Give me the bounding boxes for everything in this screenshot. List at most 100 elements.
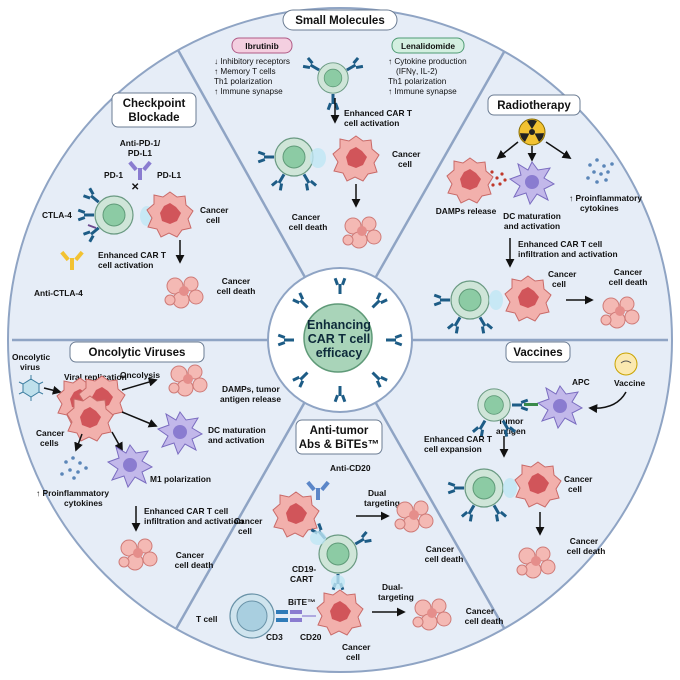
lenalidomide-effect-1: ↑ Cytokine production xyxy=(388,57,467,66)
antitumor-death-1: Cancer xyxy=(426,544,455,554)
antitumor-title-1: Anti-tumor xyxy=(310,425,369,437)
anti-pd1-label-1: Anti-PD-1/ xyxy=(120,138,161,148)
checkpoint-cancer-1: Cancer xyxy=(200,205,229,215)
small-molecules-cancer-label-1: Cancer xyxy=(392,149,421,159)
antitumor-cancer-1: Cancer xyxy=(234,516,263,526)
checkpoint-death-1: Cancer xyxy=(222,276,251,286)
ibrutinib-effect-4: ↑ Immune synapse xyxy=(214,87,283,96)
dual-targeting-1: Dual xyxy=(368,488,386,498)
antitumor-cancer2-2: cell xyxy=(346,652,360,662)
t-cell xyxy=(229,593,275,639)
ibrutinib-label: Ibrutinib xyxy=(245,41,279,51)
tumor-antigen-2: antigen xyxy=(496,426,526,436)
checkpoint-cancer-death xyxy=(164,276,204,309)
section-radiotherapy: Radiotherapy DAMPs release DC maturation… xyxy=(433,94,648,335)
oncolytic-damps-2: antigen release xyxy=(220,394,281,404)
cd20-label: CD20 xyxy=(300,632,322,642)
vaccines-cancer-death xyxy=(516,546,556,579)
lenalidomide-effect-2: (IFNγ, IL-2) xyxy=(396,67,438,76)
checkpoint-death-2: cell death xyxy=(217,286,256,296)
dual-targeting2-1: Dual- xyxy=(382,582,403,592)
apc-label: APC xyxy=(572,377,590,387)
antitumor-death-2: cell death xyxy=(425,554,464,564)
oncolytic-dc-1: DC maturation xyxy=(208,425,266,435)
oncolytic-damps-1: DAMPs, tumor xyxy=(222,384,280,394)
small-molecules-death-1: Cancer xyxy=(292,212,321,222)
bite-label: BiTE™ xyxy=(288,597,315,607)
oncolytic-cancer-2: cells xyxy=(40,438,59,448)
damps-release-label: DAMPs release xyxy=(436,206,497,216)
vaccines-cancer-1: Cancer xyxy=(564,474,593,484)
anti-ctla4-antibody-icon xyxy=(60,250,84,270)
checkpoint-activation-2: cell activation xyxy=(98,260,153,270)
oncolysis-label: Oncolysis xyxy=(120,370,160,380)
oncolytic-infiltration-2: infiltration and activation xyxy=(144,516,244,526)
m1-label: M1 polarization xyxy=(150,474,211,484)
lenalidomide-effect-4: ↑ Immune synapse xyxy=(388,87,457,96)
dual-targeting-2: targeting xyxy=(364,498,400,508)
antitumor-cancer2-1: Cancer xyxy=(342,642,371,652)
antitumor-cancer-death xyxy=(394,500,434,533)
section-checkpoint: Checkpoint Blockade Anti-PD-1/ PD-L1 PD-… xyxy=(34,92,256,309)
antitumor-death2-2: cell death xyxy=(465,616,504,626)
vaccine-label: Vaccine xyxy=(614,378,646,388)
pd1-label: PD-1 xyxy=(104,170,123,180)
oncolytic-virus-2: virus xyxy=(20,362,40,372)
checkpoint-title-1: Checkpoint xyxy=(123,98,186,110)
radiotherapy-death-2: cell death xyxy=(609,277,648,287)
t-cell-label: T cell xyxy=(196,614,217,624)
center-title-1: Enhancing xyxy=(307,318,371,332)
lenalidomide-label: Lenalidomide xyxy=(401,41,455,51)
section-oncolytic: Oncolytic Viruses Oncolytic virus Viral … xyxy=(12,341,281,571)
radiotherapy-infiltration-2: infiltration and activation xyxy=(518,249,618,259)
ctla4-label: CTLA-4 xyxy=(42,210,72,220)
oncolysis-dead-cells xyxy=(168,364,208,397)
small-molecules-activation-2: cell activation xyxy=(344,118,399,128)
section-antitumor: Anti-tumor Abs & BiTEs™ Anti-CD20 Cancer… xyxy=(196,419,504,662)
oncolytic-virus-1: Oncolytic xyxy=(12,352,51,362)
checkpoint-cancer-2: cell xyxy=(206,215,220,225)
oncolytic-death-1: Cancer xyxy=(176,550,205,560)
small-molecules-title: Small Molecules xyxy=(295,15,384,27)
antitumor-cancer-2: cell xyxy=(238,526,252,536)
vaccines-cancer-2: cell xyxy=(568,484,582,494)
checkpoint-activation-1: Enhanced CAR T xyxy=(98,250,167,260)
small-molecules-activation-1: Enhanced CAR T xyxy=(344,108,413,118)
dual-targeting2-2: targeting xyxy=(378,592,414,602)
vaccines-death-2: cell death xyxy=(567,546,606,556)
radiotherapy-dc-1: DC maturation xyxy=(503,211,561,221)
oncolytic-dc-2: and activation xyxy=(208,435,264,445)
oncolytic-title: Oncolytic Viruses xyxy=(89,347,186,359)
vaccines-death-1: Cancer xyxy=(570,536,599,546)
ibrutinib-effect-2: ↑ Memory T cells xyxy=(214,67,276,76)
radiotherapy-title: Radiotherapy xyxy=(497,100,571,112)
radiotherapy-cytokines-1: ↑ Proinflammatory xyxy=(569,193,642,203)
vaccines-expansion-1: Enhanced CAR T xyxy=(424,434,493,444)
center-title-2: CAR T cell xyxy=(308,332,371,346)
center-title-3: efficacy xyxy=(316,346,363,360)
oncolytic-cytokines-1: ↑ Proinflammatory xyxy=(36,488,109,498)
radiotherapy-cancer-1: Cancer xyxy=(548,269,577,279)
oncolytic-cytokines-2: cytokines xyxy=(64,498,103,508)
anti-ctla4-label: Anti-CTLA-4 xyxy=(34,288,83,298)
radiotherapy-dc-2: and activation xyxy=(504,221,560,231)
ibrutinib-effect-1: ↓ Inhibitory receptors xyxy=(214,57,290,66)
small-molecules-death-2: cell death xyxy=(289,222,328,232)
vaccines-expansion-2: cell expansion xyxy=(424,444,482,454)
oncolytic-cancer-death xyxy=(118,538,158,571)
section-small-molecules: Small Molecules Ibrutinib Lenalidomide ↓… xyxy=(214,9,467,249)
small-molecules-cancer-death xyxy=(342,216,382,249)
radiotherapy-cancer-2: cell xyxy=(552,279,566,289)
radiotherapy-death-1: Cancer xyxy=(614,267,643,277)
tumor-antigen-1: Tumor xyxy=(498,416,524,426)
anti-pd1-label-2: PD-L1 xyxy=(128,148,153,158)
ibrutinib-effect-3: Th1 polarization xyxy=(214,77,273,86)
block-x-icon: ✕ xyxy=(131,182,139,193)
lenalidomide-effect-3: Th1 polarization xyxy=(388,77,447,86)
section-vaccines: Vaccines Vaccine APC Tumor antigen Enhan… xyxy=(424,341,646,579)
oncolytic-cancer-1: Cancer xyxy=(36,428,65,438)
bite-molecule xyxy=(276,610,316,622)
small-molecules-cancer-label-2: cell xyxy=(398,159,412,169)
anti-cd20-label: Anti-CD20 xyxy=(330,463,371,473)
radiotherapy-cytokines-2: cytokines xyxy=(580,203,619,213)
